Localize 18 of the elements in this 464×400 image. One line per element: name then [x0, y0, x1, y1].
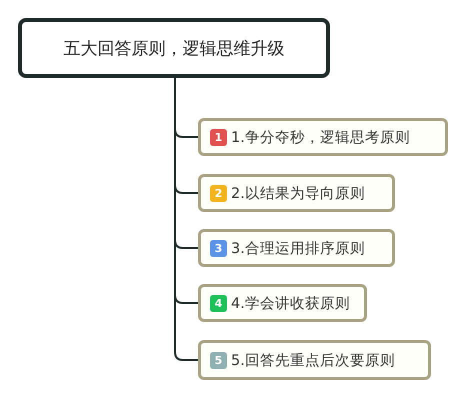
subtopic-box: [198, 229, 395, 267]
subtopic-text: 1.争分夺秒，逻辑思考原则: [231, 128, 410, 146]
number-badge: 4: [210, 294, 227, 312]
subtopic-text: 2.以结果为导向原则: [231, 184, 365, 202]
number-badge: 1: [210, 128, 227, 146]
number-badge: 5: [210, 352, 227, 368]
number-badge: 3: [210, 240, 227, 256]
number-badge: 2: [210, 184, 227, 202]
subtopic-box: [198, 174, 395, 212]
subtopic-text: 3.合理运用排序原则: [231, 240, 365, 258]
topic-title: 五大回答原则，逻辑思维升级: [64, 38, 284, 60]
subtopic-box: [198, 284, 367, 322]
subtopic-box: [198, 118, 448, 156]
subtopic-box: [198, 340, 431, 380]
subtopic-text: 5.回答先重点后次要原则: [231, 352, 395, 370]
root-topic-box: [18, 18, 330, 78]
connector-line: [174, 78, 198, 361]
subtopic-text: 4.学会讲收获原则: [231, 294, 350, 312]
